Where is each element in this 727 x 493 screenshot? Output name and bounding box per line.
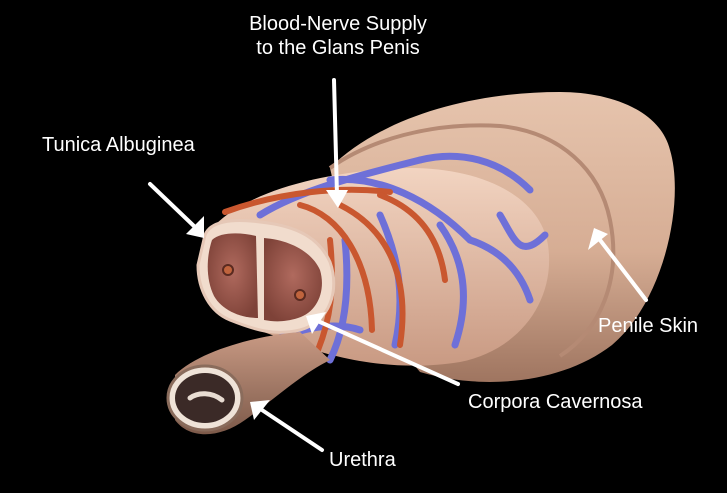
corpus-cavernosum-left	[207, 233, 258, 318]
arrow-penile-skin	[588, 228, 648, 302]
label-penile-skin: Penile Skin	[598, 315, 699, 337]
label-blood-nerve-line1: Blood-Nerve Supply	[249, 13, 427, 35]
label-blood-nerve-supply: Blood-Nerve Supply to the Glans Penis	[228, 12, 448, 60]
corpus-cavernosum-right	[264, 238, 322, 322]
callout-arrows	[148, 78, 648, 452]
deep-artery-left	[222, 264, 234, 276]
urethra-lumen	[187, 391, 225, 403]
arrow-corpora	[306, 312, 460, 386]
arrow-tunica	[148, 182, 204, 238]
urethra-lumen-ring	[175, 373, 235, 423]
label-tunica-albuginea: Tunica Albuginea	[42, 134, 195, 156]
label-urethra: Urethra	[329, 449, 396, 471]
label-blood-nerve-line2: to the Glans Penis	[256, 37, 420, 59]
label-corpora-cavernosa: Corpora Cavernosa	[468, 391, 643, 413]
penile-skin-rim	[328, 123, 616, 358]
deep-artery-right	[294, 289, 306, 301]
arrow-urethra	[250, 400, 324, 452]
arrow-blood-nerve	[326, 78, 348, 208]
